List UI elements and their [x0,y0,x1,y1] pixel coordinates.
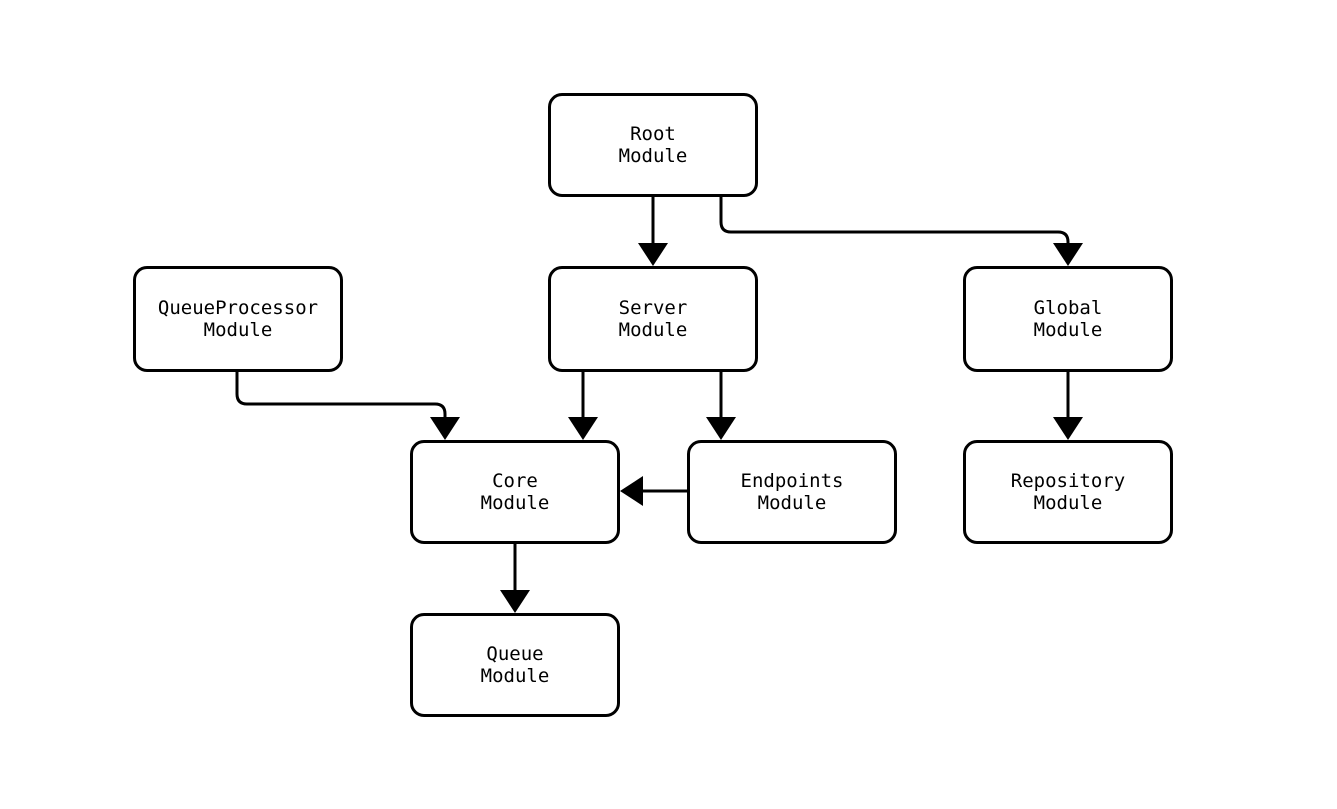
node-core-label-line2: Module [480,492,550,514]
node-repository[interactable]: Repository Module [963,440,1173,544]
node-queue-label-line2: Module [480,665,550,687]
node-server[interactable]: Server Module [548,266,758,372]
node-repository-label-line1: Repository [1010,470,1126,492]
node-global-label-line2: Module [1033,319,1103,341]
node-repository-label-line2: Module [1033,492,1103,514]
node-server-label-line1: Server [618,297,688,319]
node-endpoints-label-line2: Module [757,492,827,514]
node-global[interactable]: Global Module [963,266,1173,372]
node-root[interactable]: Root Module [548,93,758,197]
node-server-label-line2: Module [618,319,688,341]
node-core-label-line1: Core [492,470,538,492]
node-queueprocessor-label-line1: QueueProcessor [157,297,319,319]
node-queueprocessor-label-line2: Module [203,319,273,341]
node-global-label-line1: Global [1033,297,1103,319]
node-root-label-line1: Root [630,123,676,145]
node-core[interactable]: Core Module [410,440,620,544]
node-endpoints[interactable]: Endpoints Module [687,440,897,544]
node-endpoints-label-line1: Endpoints [740,470,844,492]
node-root-label-line2: Module [618,145,688,167]
node-queueprocessor[interactable]: QueueProcessor Module [133,266,343,372]
node-queue-label-line1: Queue [486,643,544,665]
node-queue[interactable]: Queue Module [410,613,620,717]
